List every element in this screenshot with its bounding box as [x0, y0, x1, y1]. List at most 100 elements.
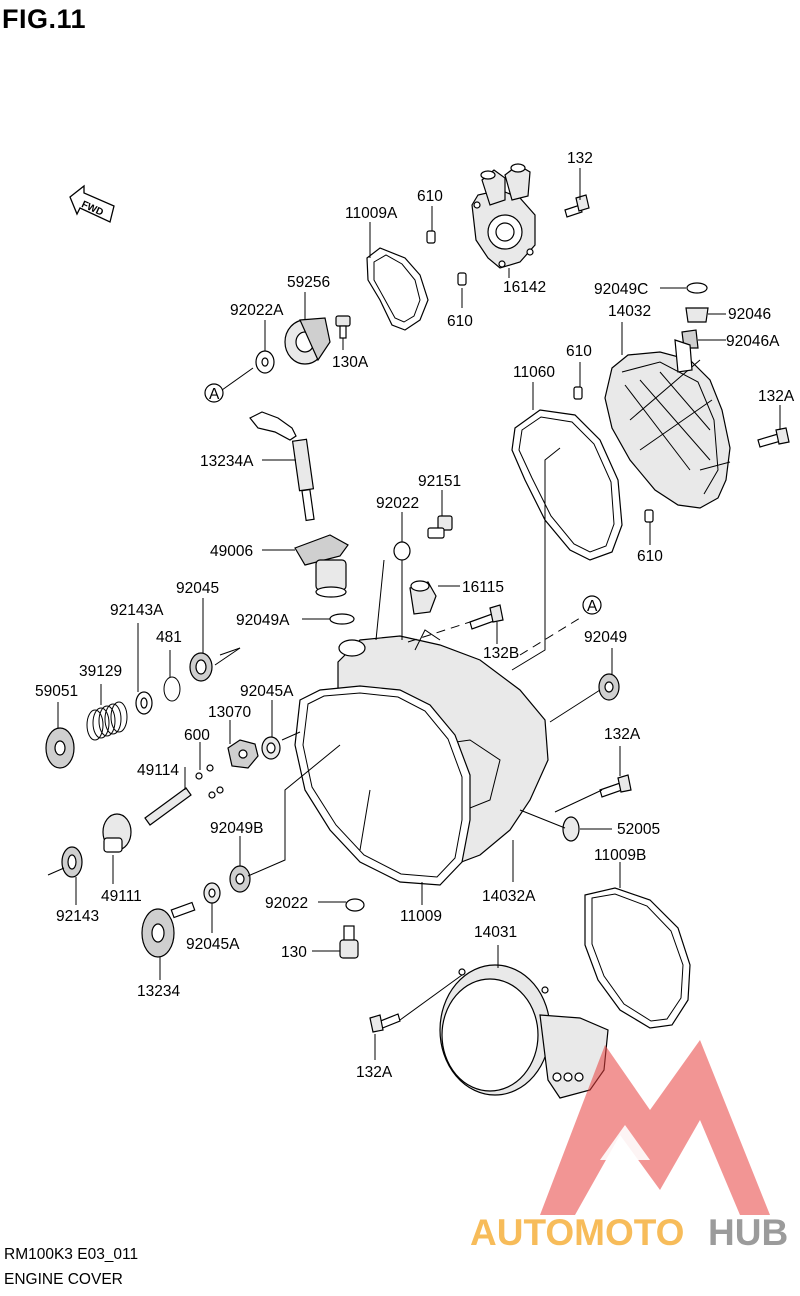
callout-11009a: 11009A: [345, 205, 398, 222]
callout-49111: 49111: [101, 888, 142, 905]
dowel-pin-610-d: [644, 509, 654, 523]
callout-92151: 92151: [418, 473, 461, 490]
bolt-92151: [427, 515, 453, 539]
callout-92022: 92022: [376, 495, 419, 512]
water-pump-cover: [471, 163, 536, 269]
callout-11009: 11009: [400, 908, 442, 925]
dowel-pin-610-c: [573, 386, 583, 400]
callout-92049: 92049: [584, 629, 627, 646]
callout-49114: 49114: [137, 762, 179, 779]
magneto-cover-14031: [439, 964, 609, 1099]
callout-52005: 52005: [617, 821, 660, 838]
callout-11060: 11060: [513, 364, 555, 381]
callout-92045a: 92045A: [186, 936, 240, 953]
callout-13234: 13234: [137, 983, 180, 1000]
oil-seal-92045a-upper: [261, 736, 281, 760]
bolt-132a-middle: [599, 774, 632, 798]
callout-132b: 132B: [483, 645, 519, 662]
callout-39129: 39129: [79, 663, 122, 680]
callout-92049c: 92049C: [594, 281, 648, 298]
gear-59051: [45, 727, 75, 769]
bolt-132: [564, 194, 590, 218]
gasket-11009: [294, 685, 471, 886]
callout-13234a: 13234A: [200, 453, 254, 470]
callout-132: 132: [567, 150, 593, 167]
callout-92143: 92143: [56, 908, 99, 925]
bolt-130a: [335, 315, 351, 339]
reference-mark-a-lower: A: [582, 595, 602, 615]
callout-130a: 130A: [332, 354, 369, 371]
callout-92049b: 92049B: [210, 820, 263, 837]
callout-610: 610: [417, 188, 443, 205]
callout-59051: 59051: [35, 683, 78, 700]
callout-92045a: 92045A: [240, 683, 294, 700]
gasket-11009a: [366, 247, 429, 331]
bearing-92049b: [229, 865, 251, 893]
figure-title: FIG.11: [2, 4, 87, 34]
dowel-pin-610-b: [457, 272, 467, 286]
section-name-label: ENGINE COVER: [4, 1271, 123, 1288]
gasket-11009b: [584, 887, 691, 1029]
holder-49111: [102, 813, 132, 853]
callout-92143a: 92143A: [110, 602, 164, 619]
washer-92143a: [135, 691, 153, 715]
clutch-cover-14032: [604, 339, 731, 509]
bushing-92046: [685, 307, 709, 323]
callout-92049a: 92049A: [236, 612, 290, 629]
callout-600: 600: [184, 727, 210, 744]
callout-132a: 132A: [758, 388, 795, 405]
callout-11009b: 11009B: [594, 847, 646, 864]
reference-mark-a-upper: A: [204, 383, 224, 403]
oil-seal-92045a-lower: [203, 882, 221, 904]
callout-132a: 132A: [604, 726, 641, 743]
bearing-92049: [598, 673, 620, 701]
gear-13234: [141, 901, 196, 958]
callout-92046: 92046: [728, 306, 771, 323]
callout-16142: 16142: [503, 279, 546, 296]
callout-481: 481: [156, 629, 182, 646]
callout-92022: 92022: [265, 895, 308, 912]
gasket-11060: [511, 409, 623, 561]
callout-49006: 49006: [210, 543, 253, 560]
bolt-130: [339, 925, 359, 959]
svg-text:A: A: [209, 386, 220, 403]
oil-seal-92049a: [329, 613, 355, 625]
impeller-13070: [227, 739, 259, 769]
callout-16115: 16115: [462, 579, 504, 596]
callout-610: 610: [637, 548, 663, 565]
forward-arrow-icon: FWD: [69, 184, 115, 223]
oil-seal-92045: [189, 652, 213, 682]
bolt-132b: [469, 604, 504, 630]
circlip-481: [163, 676, 181, 702]
callout-92046a: 92046A: [726, 333, 780, 350]
bolt-132a-right: [757, 427, 790, 448]
callout-92045: 92045: [176, 580, 219, 597]
washer-92022-upper: [393, 541, 411, 561]
oil-seal-92143: [61, 846, 83, 878]
impeller-59256: [284, 317, 331, 365]
seal-52005: [562, 816, 580, 842]
oil-seal-92049c: [686, 282, 708, 294]
shaft-49114: [144, 787, 192, 826]
spring-39129: [86, 701, 128, 741]
callout-14032a: 14032A: [482, 888, 536, 905]
oil-filler-16115: [409, 580, 437, 615]
shaft-13234a: [249, 411, 315, 522]
callout-labels: 132 610 11009A 59256 92049C 16142 610 92…: [35, 150, 795, 1081]
callout-59256: 59256: [287, 274, 330, 291]
model-code-label: RM100K3 E03_011: [4, 1246, 139, 1263]
callout-610: 610: [447, 313, 473, 330]
callout-130: 130: [281, 944, 307, 961]
washer-92022-lower: [345, 898, 365, 912]
governor-49006: [294, 534, 349, 598]
callout-14031: 14031: [474, 924, 517, 941]
dowel-pin-610-a: [426, 230, 436, 244]
callout-132a: 132A: [356, 1064, 393, 1081]
callout-92022a: 92022A: [230, 302, 284, 319]
svg-text:A: A: [587, 598, 598, 615]
balls-600: [195, 764, 224, 799]
leader-lines: [47, 168, 781, 1060]
callout-13070: 13070: [208, 704, 251, 721]
